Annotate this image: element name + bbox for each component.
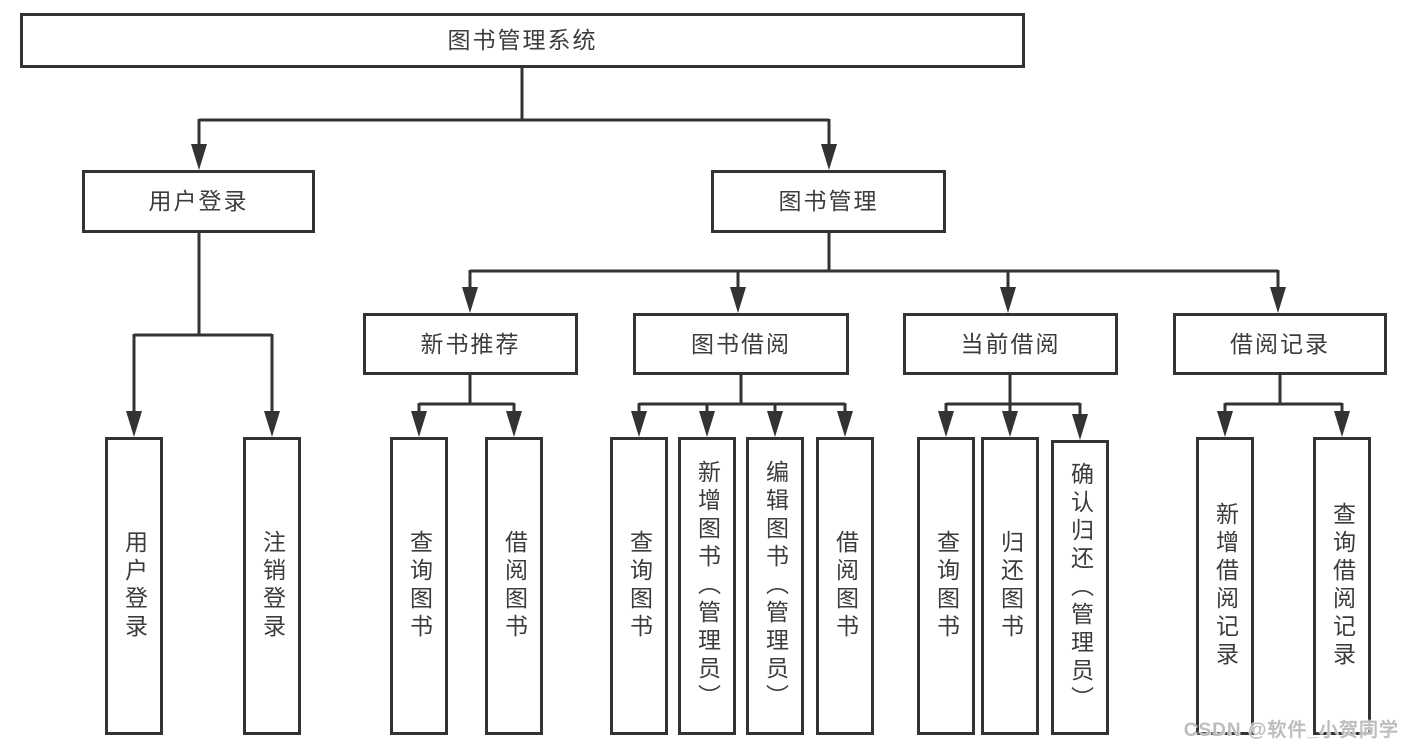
leaf-confirm-return-admin: 确认归还（管理员） [1051, 440, 1109, 735]
node-label: 借阅图书 [501, 530, 528, 642]
node-label: 用户登录 [121, 530, 148, 642]
node-label: 新增借阅记录 [1212, 502, 1239, 670]
node-label: 注销登录 [259, 530, 286, 642]
node-label: 图书管理系统 [447, 27, 598, 53]
node-label: 新书推荐 [420, 330, 521, 357]
node-label: 编辑图书（管理员） [762, 460, 789, 712]
leaf-query-books-current: 查询图书 [917, 437, 975, 735]
node-user-login: 用户登录 [82, 170, 315, 233]
leaf-return-books: 归还图书 [981, 437, 1039, 735]
leaf-borrow-books: 借阅图书 [816, 437, 874, 735]
node-book-management: 图书管理 [711, 170, 946, 233]
csdn-watermark: CSDN @软件_小贺同学 [1183, 720, 1399, 741]
node-label: 查询图书 [933, 530, 960, 642]
node-label: 查询图书 [626, 530, 653, 642]
leaf-user-login: 用户登录 [105, 437, 163, 735]
leaf-edit-book-admin: 编辑图书（管理员） [746, 437, 804, 735]
leaf-query-borrow-record: 查询借阅记录 [1313, 437, 1371, 735]
node-label: 用户登录 [148, 188, 249, 214]
node-root-library-system: 图书管理系统 [20, 13, 1025, 68]
node-label: 当前借阅 [960, 330, 1061, 357]
node-label: 图书管理 [778, 188, 879, 214]
node-new-book-recommend: 新书推荐 [363, 313, 578, 375]
node-current-borrow: 当前借阅 [903, 313, 1118, 375]
leaf-add-book-admin: 新增图书（管理员） [678, 437, 736, 735]
node-label: 归还图书 [997, 530, 1024, 642]
node-label: 借阅记录 [1230, 330, 1330, 357]
node-label: 借阅图书 [832, 530, 859, 642]
node-label: 图书借阅 [691, 330, 791, 357]
node-borrow-records: 借阅记录 [1173, 313, 1387, 375]
node-label: 确认归还（管理员） [1067, 461, 1094, 714]
leaf-borrow-books-recommend: 借阅图书 [485, 437, 543, 735]
node-label: 新增图书（管理员） [694, 460, 721, 712]
node-label: 查询借阅记录 [1329, 502, 1356, 670]
leaf-query-books-borrow: 查询图书 [610, 437, 668, 735]
node-label: 查询图书 [406, 530, 433, 642]
leaf-add-borrow-record: 新增借阅记录 [1196, 437, 1254, 735]
node-book-borrow: 图书借阅 [633, 313, 849, 375]
leaf-query-books-recommend: 查询图书 [390, 437, 448, 735]
leaf-logout: 注销登录 [243, 437, 301, 735]
